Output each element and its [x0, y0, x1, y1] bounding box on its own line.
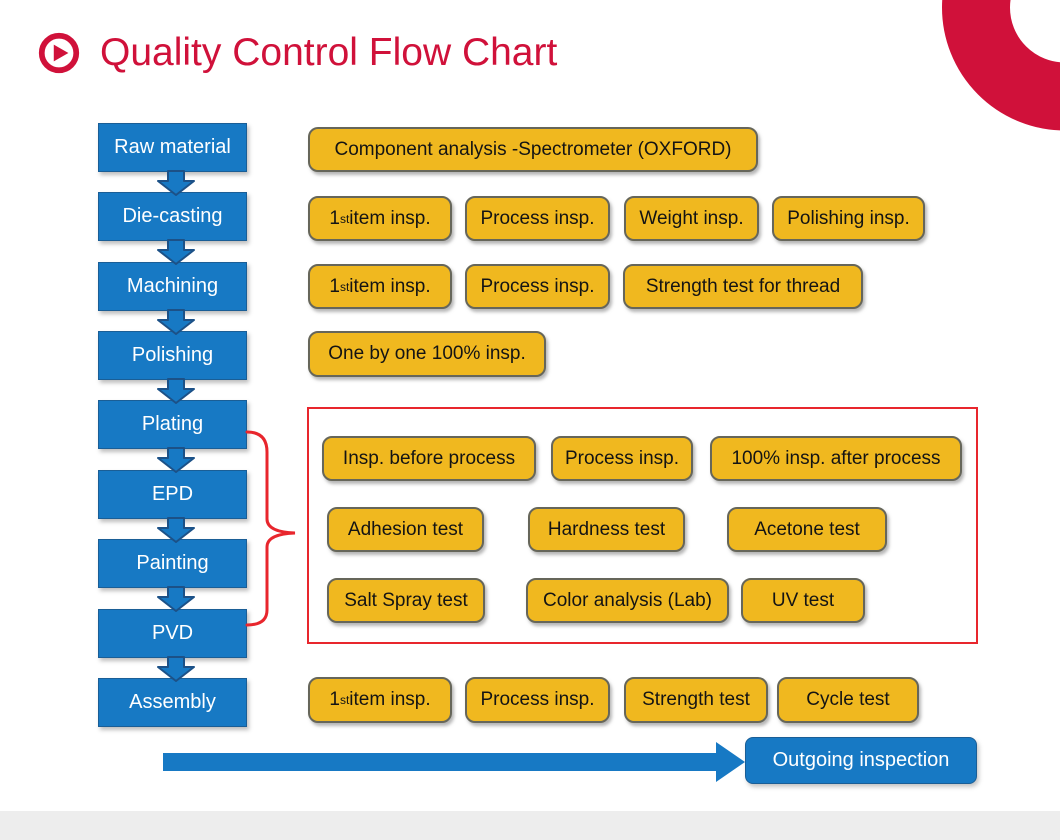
inspection-box-salt-spray: Salt Spray test — [327, 578, 485, 623]
inspection-box-weight: Weight insp. — [624, 196, 759, 241]
inspection-box-strength-thread: Strength test for thread — [623, 264, 863, 309]
inspection-box-hardness: Hardness test — [528, 507, 685, 552]
first-item-text: item insp. — [349, 689, 431, 710]
inspection-box-color-analysis: Color analysis (Lab) — [526, 578, 729, 623]
process-step-painting: Painting — [98, 539, 247, 588]
inspection-box-component-analysis: Component analysis -Spectrometer (OXFORD… — [308, 127, 758, 172]
inspection-box-after-process: 100% insp. after process — [710, 436, 962, 481]
process-step-pvd: PVD — [98, 609, 247, 658]
inspection-box-process-machining: Process insp. — [465, 264, 610, 309]
footer-band — [0, 811, 1060, 840]
right-arrow-icon — [163, 742, 745, 782]
inspection-box-process-die-casting: Process insp. — [465, 196, 610, 241]
corner-ring-decoration — [942, 0, 1060, 131]
down-arrow-icon — [157, 378, 195, 404]
inspection-box-adhesion: Adhesion test — [327, 507, 484, 552]
down-arrow-icon — [157, 239, 195, 265]
surface-treatment-group-outline — [307, 407, 978, 644]
down-arrow-icon — [157, 586, 195, 612]
process-step-assembly: Assembly — [98, 678, 247, 727]
first-item-number: 1 — [329, 689, 340, 710]
outgoing-inspection-box: Outgoing inspection — [745, 737, 977, 784]
curly-brace — [245, 430, 296, 627]
inspection-box-process-surface: Process insp. — [551, 436, 693, 481]
inspection-box-uv: UV test — [741, 578, 865, 623]
first-item-number: 1 — [329, 207, 340, 229]
inspection-box-polishing: Polishing insp. — [772, 196, 925, 241]
process-step-raw-material: Raw material — [98, 123, 247, 172]
down-arrow-icon — [157, 170, 195, 196]
down-arrow-icon — [157, 309, 195, 335]
down-arrow-icon — [157, 517, 195, 543]
page-title: Quality Control Flow Chart — [100, 31, 558, 74]
first-item-text: item insp. — [349, 207, 431, 229]
down-arrow-icon — [157, 447, 195, 473]
inspection-box-one-by-one: One by one 100% insp. — [308, 331, 546, 377]
process-step-die-casting: Die-casting — [98, 192, 247, 241]
inspection-box-strength-assembly: Strength test — [624, 677, 768, 723]
process-step-polishing: Polishing — [98, 331, 247, 380]
process-step-epd: EPD — [98, 470, 247, 519]
inspection-box-acetone: Acetone test — [727, 507, 887, 552]
inspection-box-process-assembly: Process insp. — [465, 677, 610, 723]
play-circle-icon — [38, 32, 80, 74]
first-item-text: item insp. — [349, 275, 431, 297]
inspection-box-before-process: Insp. before process — [322, 436, 536, 481]
down-arrow-icon — [157, 656, 195, 682]
process-step-plating: Plating — [98, 400, 247, 449]
first-item-number: 1 — [329, 275, 340, 297]
title-row: Quality Control Flow Chart — [36, 30, 557, 76]
process-step-machining: Machining — [98, 262, 247, 311]
inspection-box-cycle: Cycle test — [777, 677, 919, 723]
